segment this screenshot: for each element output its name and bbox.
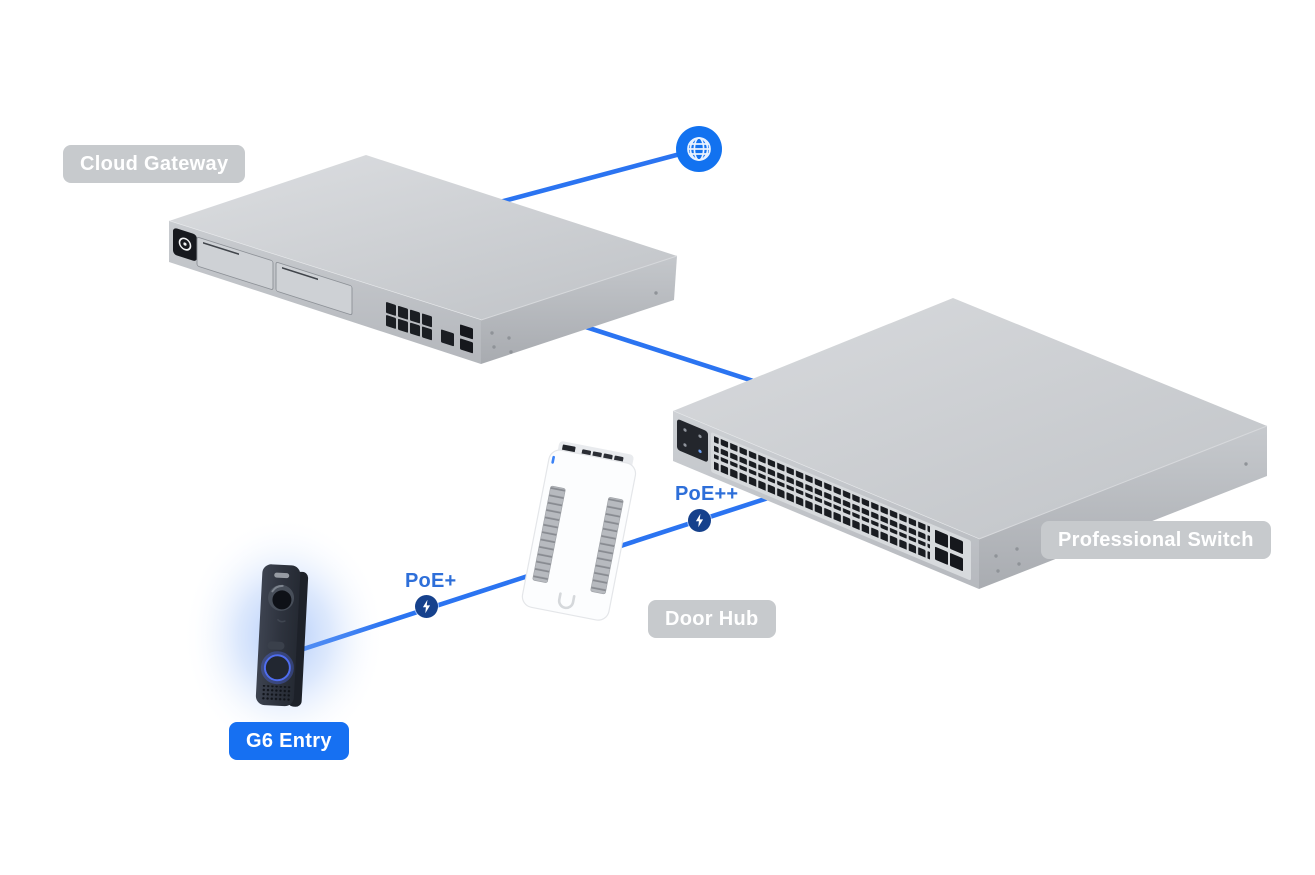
g6-entry-device[interactable] [182, 516, 386, 756]
door-hub-led [551, 455, 555, 464]
switch-sfp-ports [935, 529, 963, 571]
label-professional-switch[interactable]: Professional Switch [1041, 521, 1271, 559]
poe-plus-plus-bolt-badge [688, 509, 711, 532]
ubiquiti-logo-icon [557, 592, 576, 610]
link-gateway-internet [497, 146, 702, 205]
internet-node[interactable] [676, 126, 722, 172]
gateway-rj45-ports [386, 302, 432, 341]
doorbell-speaker-grille [260, 685, 292, 703]
doorbell-speaker-slot [274, 572, 290, 579]
poe-plus-label: PoE+ [405, 570, 457, 592]
lightning-bolt-icon [422, 599, 431, 614]
doorbell-sensor-pill [267, 641, 285, 650]
door-hub-device[interactable] [520, 439, 639, 622]
door-hub-terminal-strip-left [532, 485, 566, 583]
cloud-gateway-device[interactable] [168, 155, 678, 364]
door-hub-terminal-strip-right [590, 497, 624, 595]
poe-plus-bolt-badge [415, 595, 438, 618]
label-g6-entry[interactable]: G6 Entry [229, 722, 349, 760]
door-hub-body [521, 449, 637, 621]
label-door-hub[interactable]: Door Hub [648, 600, 776, 638]
professional-switch-device[interactable] [672, 298, 1315, 589]
link-gateway-switch [555, 315, 778, 391]
gateway-sfp-ports [460, 324, 473, 354]
gateway-wan-port [441, 329, 454, 347]
poe-plus-plus-label: PoE++ [675, 483, 739, 505]
doorbell-button[interactable] [263, 654, 291, 682]
lightning-bolt-icon [695, 513, 704, 528]
gateway-screws [490, 291, 658, 354]
label-cloud-gateway[interactable]: Cloud Gateway [63, 145, 246, 183]
gateway-drive-bay [196, 236, 274, 290]
switch-port-row-bottom [714, 454, 930, 560]
switch-port-row-top [714, 436, 930, 542]
gateway-drive-bay [275, 262, 353, 315]
globe-icon [687, 137, 711, 161]
